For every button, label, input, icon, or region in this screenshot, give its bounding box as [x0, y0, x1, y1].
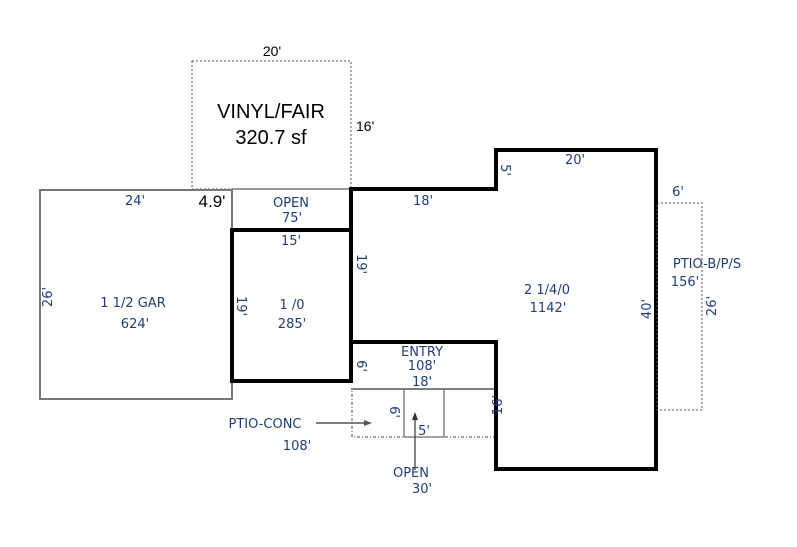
entry-dim-bottom: 18' — [412, 375, 432, 390]
main-area: 1142' — [530, 301, 567, 316]
patio-b-dim-top: 6' — [672, 185, 684, 200]
main-dim-upper-left: 18' — [413, 194, 433, 209]
garage-dim-left: 26' — [41, 287, 56, 307]
entry-name: ENTRY — [401, 345, 443, 360]
open-bottom-area: 30' — [412, 482, 432, 497]
patio-b-outline — [656, 202, 703, 411]
main-dim-top: 20' — [565, 153, 585, 168]
patio-b-dim-right: 26' — [705, 296, 720, 316]
open-bottom-name: OPEN — [393, 466, 429, 481]
vinyl-dim-right: 16' — [356, 118, 374, 134]
garage-dim-corner: 4.9' — [199, 192, 226, 211]
main-name: 2 1/4/0 — [524, 283, 570, 298]
room-1-0-dim-top: 15' — [281, 234, 301, 249]
main-room-outline — [349, 148, 658, 471]
entry-area: 108' — [408, 359, 436, 374]
vinyl-dim-top: 20' — [263, 43, 281, 59]
garage-name: 1 1/2 GAR — [100, 296, 165, 311]
room-1-0-dim-left: 19' — [233, 296, 248, 316]
room-1-0-name: 1 /0 — [279, 298, 304, 313]
garage-outline — [39, 189, 233, 400]
vinyl-name: VINYL/FAIR — [217, 101, 325, 123]
vinyl-area: 320.7 sf — [235, 127, 307, 149]
garage-dim-top: 24' — [125, 194, 145, 209]
patio-b-area: 156' — [671, 275, 699, 290]
entry-dim-left: 6' — [353, 360, 368, 372]
open-top-name: OPEN — [273, 196, 309, 211]
garage-area: 624' — [121, 317, 149, 332]
open-bottom-arrowhead — [412, 412, 418, 420]
patio-conc-arrowhead — [364, 420, 372, 426]
main-dim-step: 5' — [497, 164, 512, 176]
room-1-0-area: 285' — [278, 317, 306, 332]
patio-b-name: PTIO-B/P/S — [673, 257, 741, 272]
main-dim-left: 19' — [353, 254, 368, 274]
main-dim-lower: 16' — [491, 395, 506, 415]
open-top-area: 75' — [282, 211, 302, 226]
open-bottom-dim-bottom: 5' — [418, 424, 430, 439]
patio-conc-area: 108' — [283, 439, 311, 454]
patio-conc-name: PTIO-CONC — [228, 417, 301, 432]
vinyl-area-outline — [191, 60, 352, 190]
open-bottom-dim-left: 6' — [386, 406, 401, 418]
main-dim-right: 40' — [640, 299, 655, 319]
